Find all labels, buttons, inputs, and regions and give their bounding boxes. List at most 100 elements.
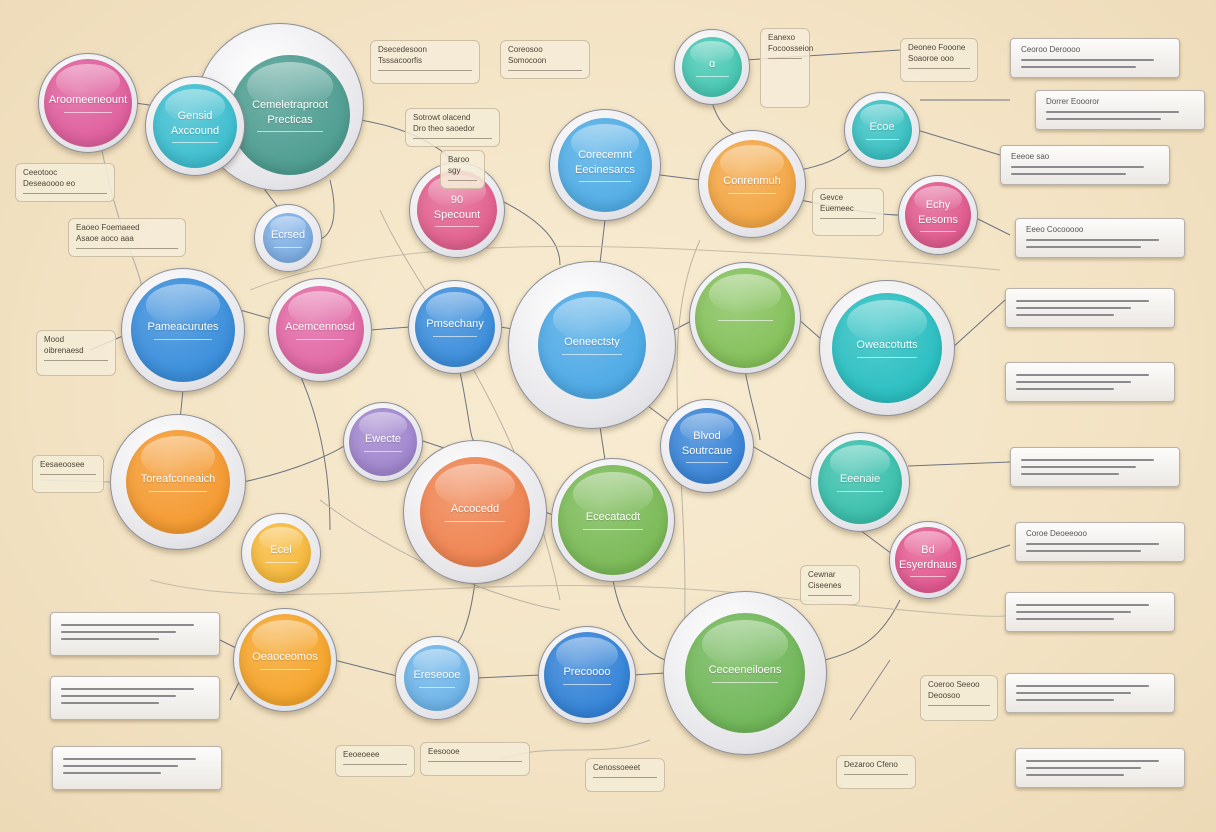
diagram-node[interactable]: Ececatacdt — [551, 458, 675, 582]
node-bubble: Aroomeeneount — [44, 59, 132, 147]
text-line — [1016, 300, 1150, 302]
diagram-node[interactable]: Precoooo — [538, 626, 636, 724]
diagram-node[interactable]: Toreafconeaich — [110, 414, 246, 550]
diagram-node[interactable]: Ewecte — [343, 402, 423, 482]
underline — [154, 338, 212, 340]
diagram-node[interactable]: Oeaoceomos — [233, 608, 337, 712]
node-bubble: Ecrsed — [263, 213, 313, 263]
node-label: Ecoe — [869, 121, 895, 134]
text-box: Eeeoe sao — [1000, 145, 1170, 185]
text-line — [63, 765, 179, 767]
node-bubble: Oweacotutts — [832, 293, 942, 403]
diagram-node[interactable]: Pameacurutes — [121, 268, 245, 392]
underline — [919, 230, 957, 232]
underline — [259, 668, 311, 670]
node-label: Eeenaie — [839, 473, 881, 486]
node-bubble: Toreafconeaich — [126, 430, 230, 534]
node-bubble: Ecoe — [852, 100, 912, 160]
diagram-node[interactable]: Conrenmuh — [698, 130, 806, 238]
tag-text: oibrenaesd — [44, 345, 84, 355]
annotation-tag: Baroo sgy — [440, 150, 485, 189]
text-line — [508, 69, 582, 71]
diagram-node[interactable]: ɑ — [674, 29, 750, 105]
node-label: Pameacurutes — [147, 321, 219, 334]
text-line — [1016, 685, 1150, 687]
box-title: Eeeoe sao — [1011, 152, 1050, 161]
tag-text: Cenossoeeet — [593, 763, 641, 772]
diagram-node[interactable]: Ecrsed — [254, 204, 322, 272]
text-line — [1026, 774, 1124, 776]
node-label: Soutrcaue — [681, 444, 733, 457]
diagram-node[interactable] — [689, 262, 801, 374]
underline — [686, 461, 728, 463]
annotation-tag: Dezaroo Cfeno — [836, 755, 916, 789]
node-bubble: Ewecte — [349, 408, 417, 476]
node-label: ɑ — [708, 58, 716, 71]
node-label: Ereseooe — [413, 669, 461, 682]
underline — [364, 450, 402, 452]
diagram-node[interactable]: Ecel — [241, 513, 321, 593]
underline — [727, 192, 777, 194]
text-box — [1010, 447, 1180, 487]
text-line — [428, 760, 522, 762]
text-box — [50, 612, 220, 656]
text-box — [1015, 748, 1185, 788]
diagram-node[interactable]: Accocedd — [403, 440, 547, 584]
diagram-node[interactable]: Aroomeeneount — [38, 53, 138, 153]
underline — [63, 111, 113, 113]
text-line — [1016, 618, 1114, 620]
diagram-node[interactable]: Eeenaie — [810, 432, 910, 532]
node-label: Eecinesarcs — [575, 163, 635, 176]
text-line — [61, 695, 177, 697]
node-label: Oeaoceomos — [252, 651, 318, 664]
underline — [695, 75, 729, 77]
diagram-node[interactable]: Ereseooe — [395, 636, 479, 720]
tag-text: Dro theo saoedor — [413, 123, 475, 133]
text-line — [63, 758, 197, 760]
text-line — [593, 776, 657, 778]
node-bubble: Pmsechany — [415, 287, 495, 367]
tag-text: Coreosoo — [508, 45, 543, 54]
underline — [562, 353, 622, 355]
diagram-node[interactable]: Acemcennosd — [268, 278, 372, 382]
underline — [909, 575, 947, 577]
text-line — [61, 631, 177, 633]
diagram-node[interactable]: Ecoe — [844, 92, 920, 168]
underline — [563, 683, 611, 685]
diagram-node[interactable]: Pmsechany — [408, 280, 502, 374]
diagram-node[interactable]: Oeneectsty — [508, 261, 676, 429]
text-line — [1016, 307, 1132, 309]
node-bubble: ɑ — [682, 37, 742, 97]
text-line — [44, 359, 108, 361]
text-line — [808, 594, 852, 596]
text-box: Ceoroo Deroooo — [1010, 38, 1180, 78]
node-bubble: Eeenaie — [818, 440, 902, 524]
tag-text: Ciseenes — [808, 580, 842, 590]
underline — [274, 246, 302, 248]
text-line — [76, 247, 178, 249]
node-label: Ceceeneiloens — [708, 664, 782, 677]
underline — [444, 520, 506, 522]
tag-text: Eanexo — [768, 33, 796, 42]
diagram-node[interactable]: Oweacotutts — [819, 280, 955, 416]
text-box — [1005, 592, 1175, 632]
annotation-tag: Eesaeoosee — [32, 455, 104, 493]
text-line — [1021, 66, 1137, 68]
underline — [836, 490, 884, 492]
node-label: Axccound — [170, 124, 220, 137]
text-line — [820, 217, 876, 219]
annotation-tag: Eeoeoeee — [335, 745, 415, 777]
diagram-node[interactable]: Ceceeneiloens — [663, 591, 827, 755]
node-label: Esyerdnaus — [898, 558, 958, 571]
tag-text: Eesoooe — [428, 747, 460, 756]
